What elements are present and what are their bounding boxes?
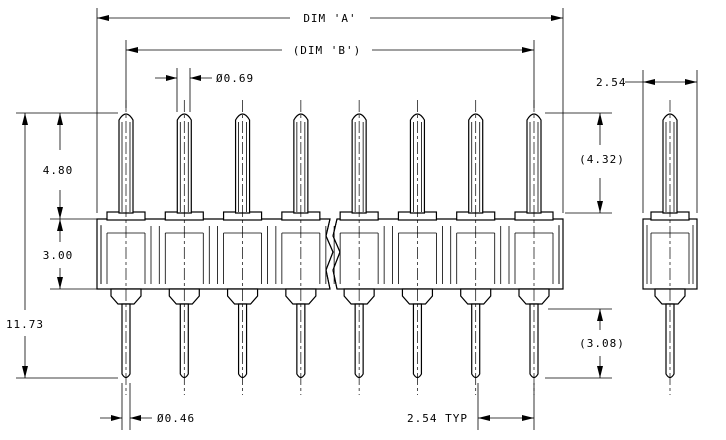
body-height-label: 3.00 <box>43 249 74 262</box>
pins <box>100 100 560 395</box>
pin-3 <box>217 100 268 395</box>
pin-length-top-label: 4.80 <box>43 164 74 177</box>
dim-a-label: DIM 'A' <box>303 12 356 25</box>
pin-5 <box>333 100 385 395</box>
pitch-typ-label: 2.54 TYP <box>407 412 468 425</box>
pin-1 <box>100 100 152 395</box>
side-view <box>642 100 698 395</box>
pin-6 <box>392 100 443 395</box>
top-ref-label: (4.32) <box>579 153 625 166</box>
dim-b-label: (DIM 'B') <box>293 44 362 57</box>
pin-4 <box>275 100 327 395</box>
right-reference-dimensions: (4.32) (3.08) <box>545 112 625 379</box>
connector-body <box>96 218 564 290</box>
overall-height-label: 11.73 <box>6 318 44 331</box>
dim-a-dimension: DIM 'A' <box>96 8 564 213</box>
side-width-label: 2.54 <box>596 76 627 89</box>
pin-8 <box>508 100 560 395</box>
pin-diameter-top-dimension: Ø0.69 <box>155 68 254 112</box>
side-width-dimension: 2.54 <box>596 70 698 213</box>
pin-7 <box>450 100 502 395</box>
pin-diameter-bottom-label: Ø0.46 <box>157 412 195 425</box>
left-height-dimensions: 4.80 3.00 11.73 <box>6 112 118 379</box>
pin-diameter-top-label: Ø0.69 <box>216 72 254 85</box>
dim-b-dimension: (DIM 'B') <box>125 40 535 108</box>
pin-2 <box>158 100 210 395</box>
bottom-ref-label: (3.08) <box>579 337 625 350</box>
bottom-dimensions: Ø0.46 2.54 TYP <box>100 383 535 430</box>
